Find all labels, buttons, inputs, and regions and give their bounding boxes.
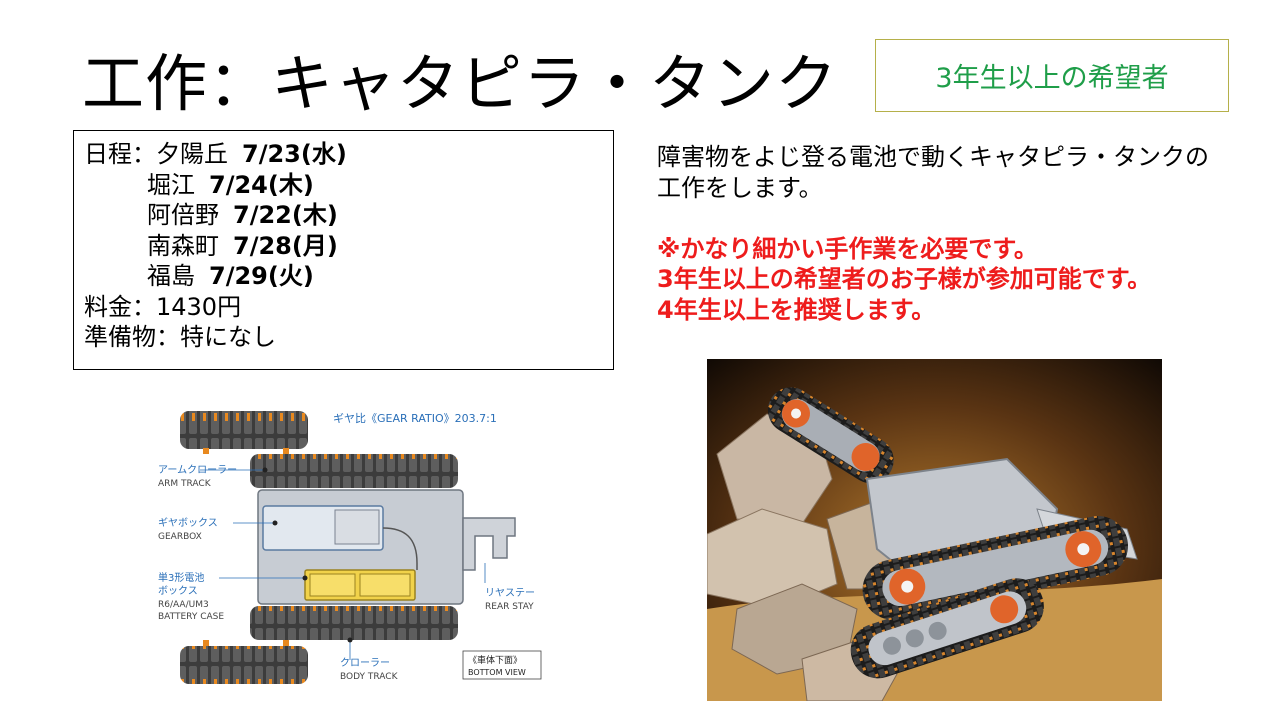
schedule-row: 福島 7/29(火) [84,261,613,292]
leader-dot [272,520,278,526]
gear-ratio-label: ギヤ比《GEAR RATIO》203.7:1 [333,412,497,425]
schedule-row: 堀江 7/24(木) [84,170,613,201]
battery-label-en-2: BATTERY CASE [158,612,224,622]
body-track-label-en: BODY TRACK [340,672,399,682]
leader-dot [262,467,268,473]
bottom-view-label: 《車体下面》 [468,654,522,666]
bottom-view-label-en: BOTTOM VIEW [468,668,526,677]
body-track-top [250,454,458,488]
battery-cell [359,573,411,597]
arm-track-photo [767,387,894,484]
arm-track-label: アームクローラー [158,464,237,476]
battery-cell [309,573,356,597]
schedule-place: 南森町 [147,231,219,260]
axle [283,640,289,646]
leader-dot [347,637,353,643]
grade-badge: 3年生以上の希望者 [875,39,1229,112]
rear-stay-label-en: REAR STAY [485,602,534,612]
schedule-row: 阿倍野 7/22(木) [84,200,613,231]
spacer [657,203,1257,234]
schedule-label: 日程： [84,140,156,168]
wire [382,527,418,570]
tank-photo [707,359,1162,701]
bottom-view-box [462,650,542,680]
schedule-date: 7/28(月) [233,231,338,260]
schedule-date: 7/29(火) [209,262,314,290]
rear-stay-shape [462,517,516,571]
gearbox-label: ギヤボックス [158,517,218,529]
body-track-photo [862,516,1129,620]
schedule-place: 阿倍野 [147,201,219,229]
schedule-row: 南森町 7/28(月) [84,231,613,262]
description: 障害物をよじ登る電池で動くキャタピラ・タンクの 工作をします。 ※かなり細かい手… [657,142,1257,325]
schedule-date: 7/23(水) [242,140,347,168]
arm-track-top [180,411,308,449]
schedule-row: 日程：夕陽丘 7/23(水) [84,139,613,170]
schedule-place: 堀江 [147,170,195,199]
body-track-bottom [250,606,458,640]
schedule-place: 夕陽丘 [156,140,228,168]
warning-line: 3年生以上の希望者のお子様が参加可能です。 [657,265,1152,293]
arm-track-bottom [180,646,308,684]
schedule-place: 福島 [147,262,195,290]
description-line: 工作をします。 [657,173,823,202]
items-text: 準備物：特になし [84,323,276,351]
arm-track-label-en: ARM TRACK [158,479,212,489]
battery-label-en: R6/AA/UM3 [158,600,209,610]
schedule-date: 7/22(木) [233,201,338,229]
gearbox-label-en: GEARBOX [158,532,202,542]
axle [203,448,209,454]
warning-line: 4年生以上を推奨します。 [657,295,936,324]
page-title: 工作：キャタピラ・タンク [82,47,839,120]
battery-label-2: ボックス [158,585,198,597]
gear-shape [334,509,380,545]
body-track-label: クローラー [340,657,390,669]
battery-label: 単3形電池 [158,571,204,584]
rear-stay-label: リヤステー [485,588,535,599]
lower-track-photo [850,578,1044,679]
warning-line: ※かなり細かい手作業を必要です。 [657,234,1038,263]
rock [707,508,838,610]
leader-dot [302,575,308,581]
tank-diagram: ギヤ比《GEAR RATIO》203.7:1 アームクローラー ARM TRAC… [158,411,542,684]
schedule-date: 7/24(木) [209,170,314,199]
axle [203,640,209,646]
axle [283,448,289,454]
fee-text: 料金：1430円 [84,292,242,321]
description-line: 障害物をよじ登る電池で動くキャタピラ・タンクの [657,143,1209,171]
